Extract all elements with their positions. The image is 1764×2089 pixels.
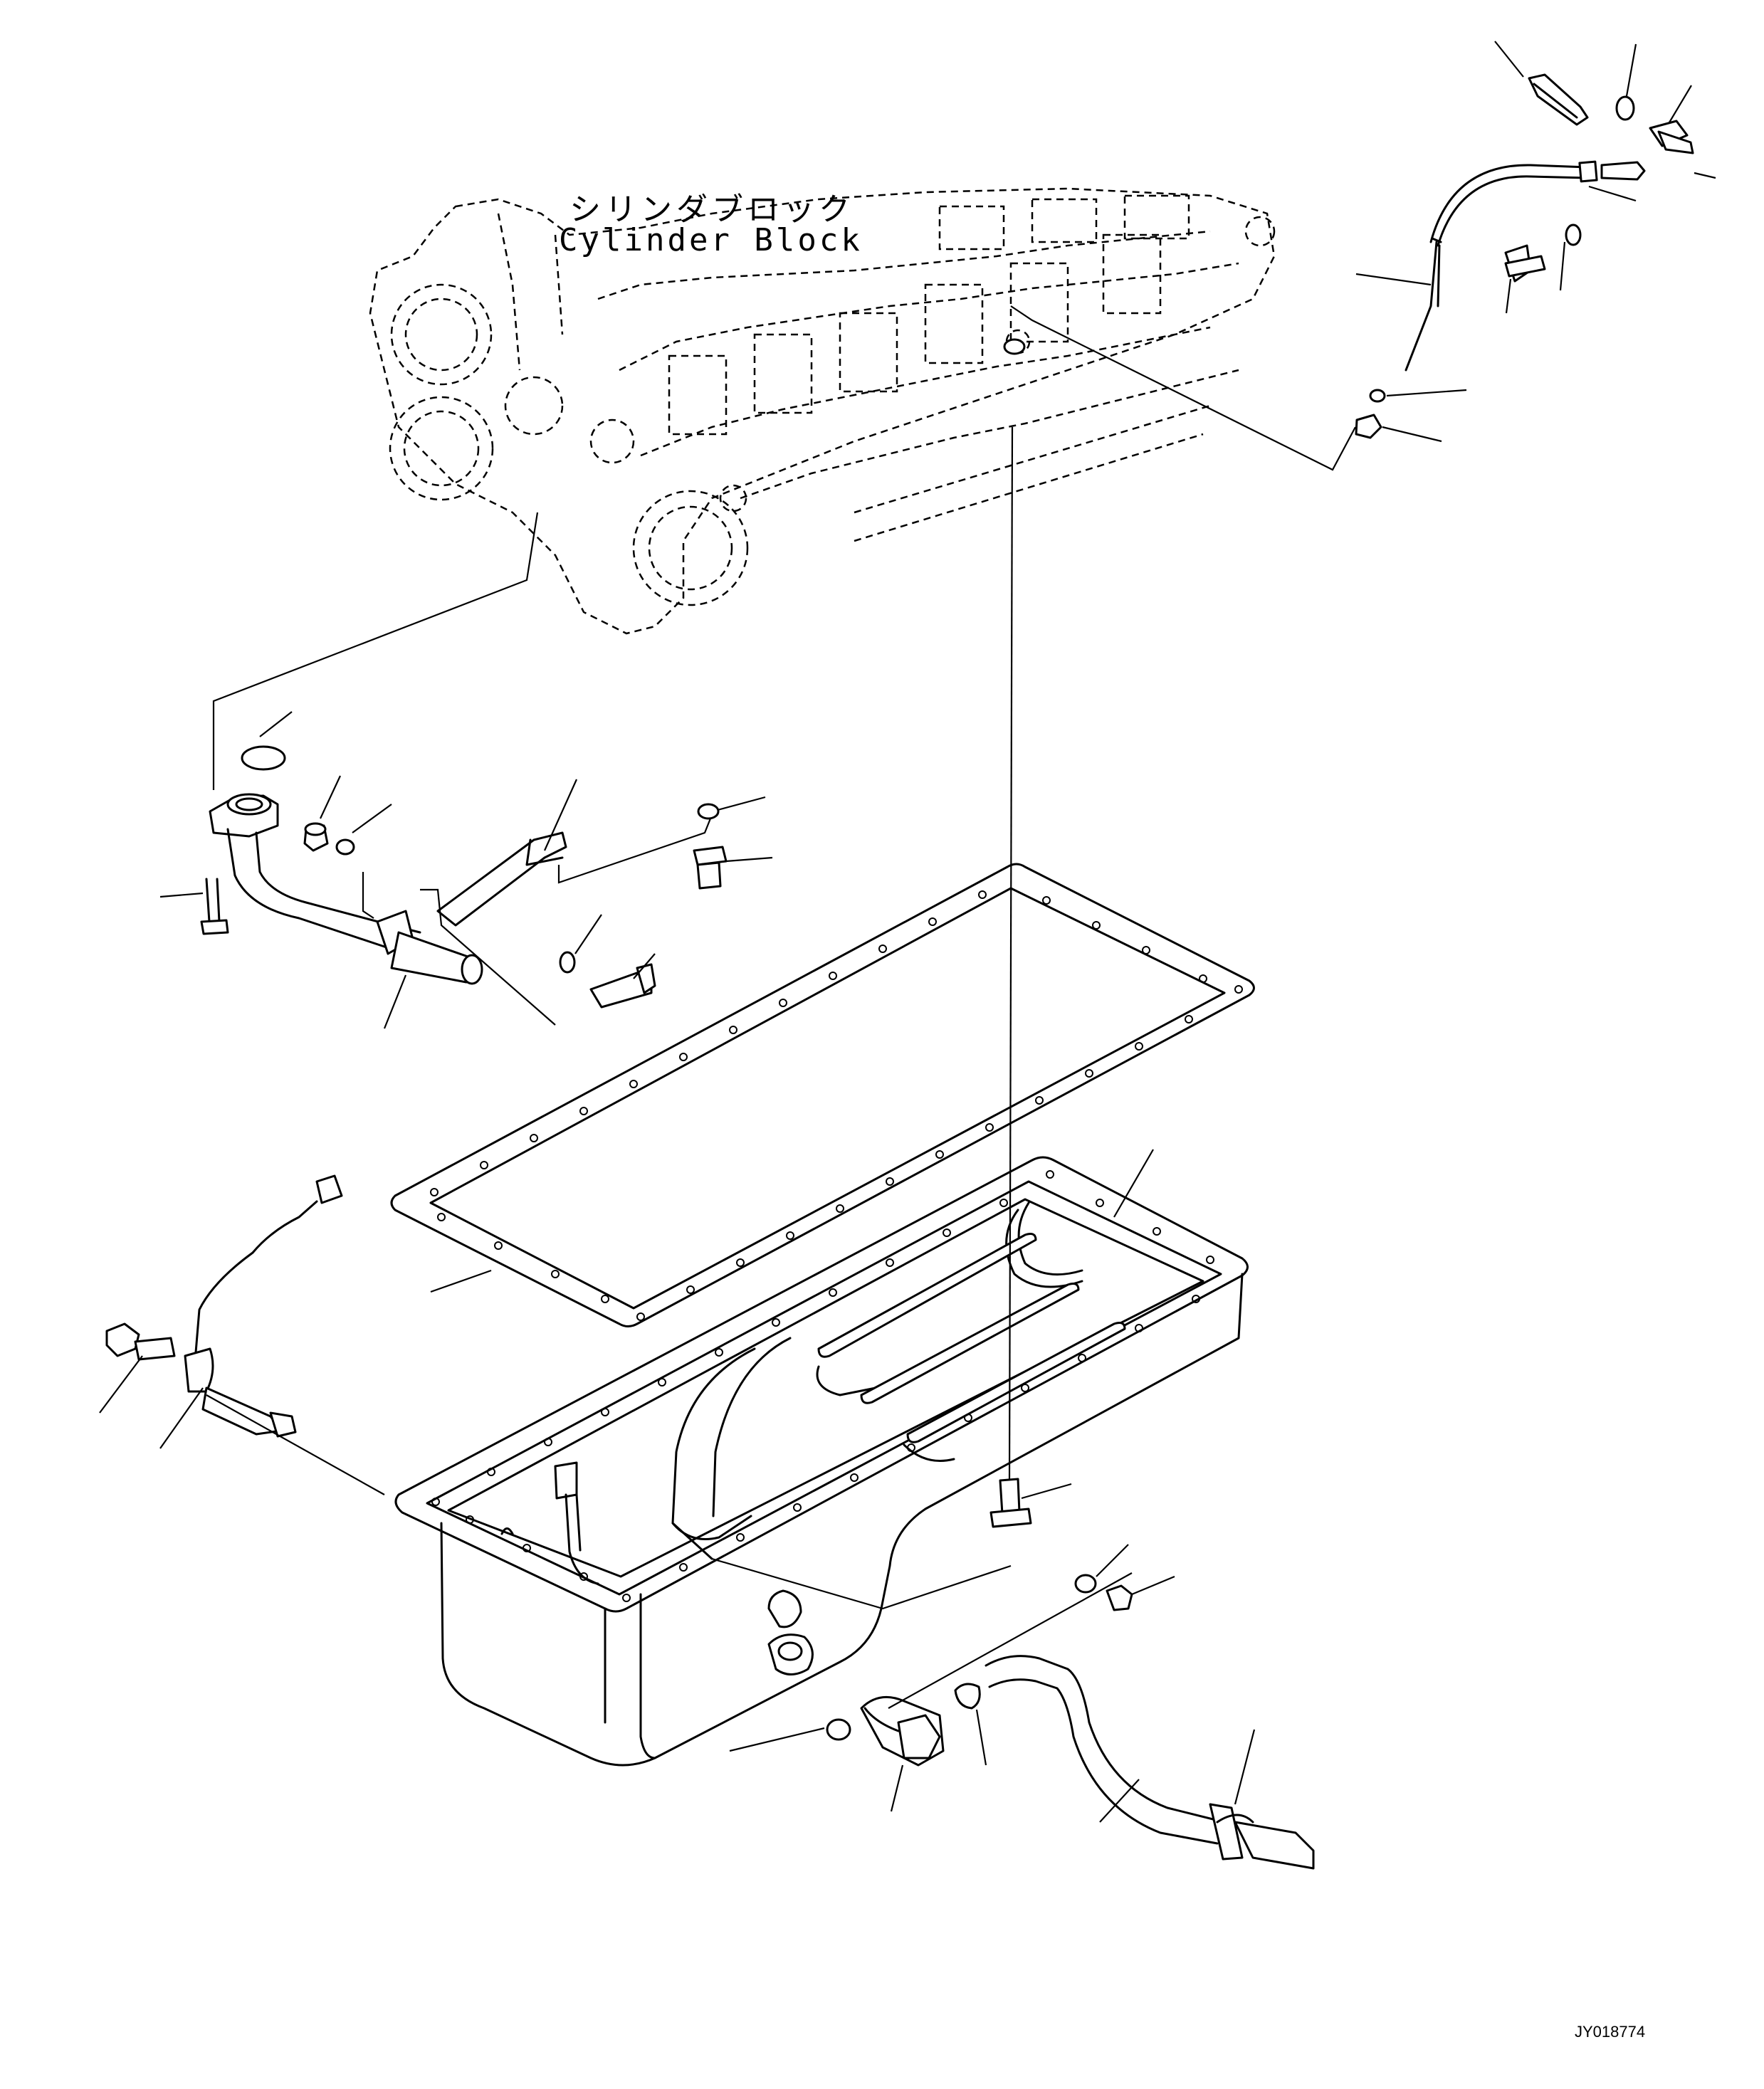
drain-bolt xyxy=(989,1478,1175,1611)
cylinder-block-label-jp: シリンダブロック xyxy=(569,191,854,228)
drawing-code: JY018774 xyxy=(1575,2023,1646,2041)
cylinder-block-outline xyxy=(369,187,1276,635)
cylinder-block-label-en: Cylinder Block xyxy=(559,222,863,258)
dipstick-assembly xyxy=(1010,41,1716,471)
oil-suction-pipe xyxy=(159,512,539,1029)
flange-leader xyxy=(711,1557,1012,1610)
alignment-leader xyxy=(1008,426,1014,1481)
bracket xyxy=(420,779,773,1026)
oil-pan-gasket xyxy=(390,863,1255,1327)
block-plug xyxy=(1003,338,1026,355)
drain-valve-hose xyxy=(729,1572,1315,1870)
oil-pan xyxy=(394,1149,1249,1767)
oil-level-sensor xyxy=(99,1174,385,1495)
